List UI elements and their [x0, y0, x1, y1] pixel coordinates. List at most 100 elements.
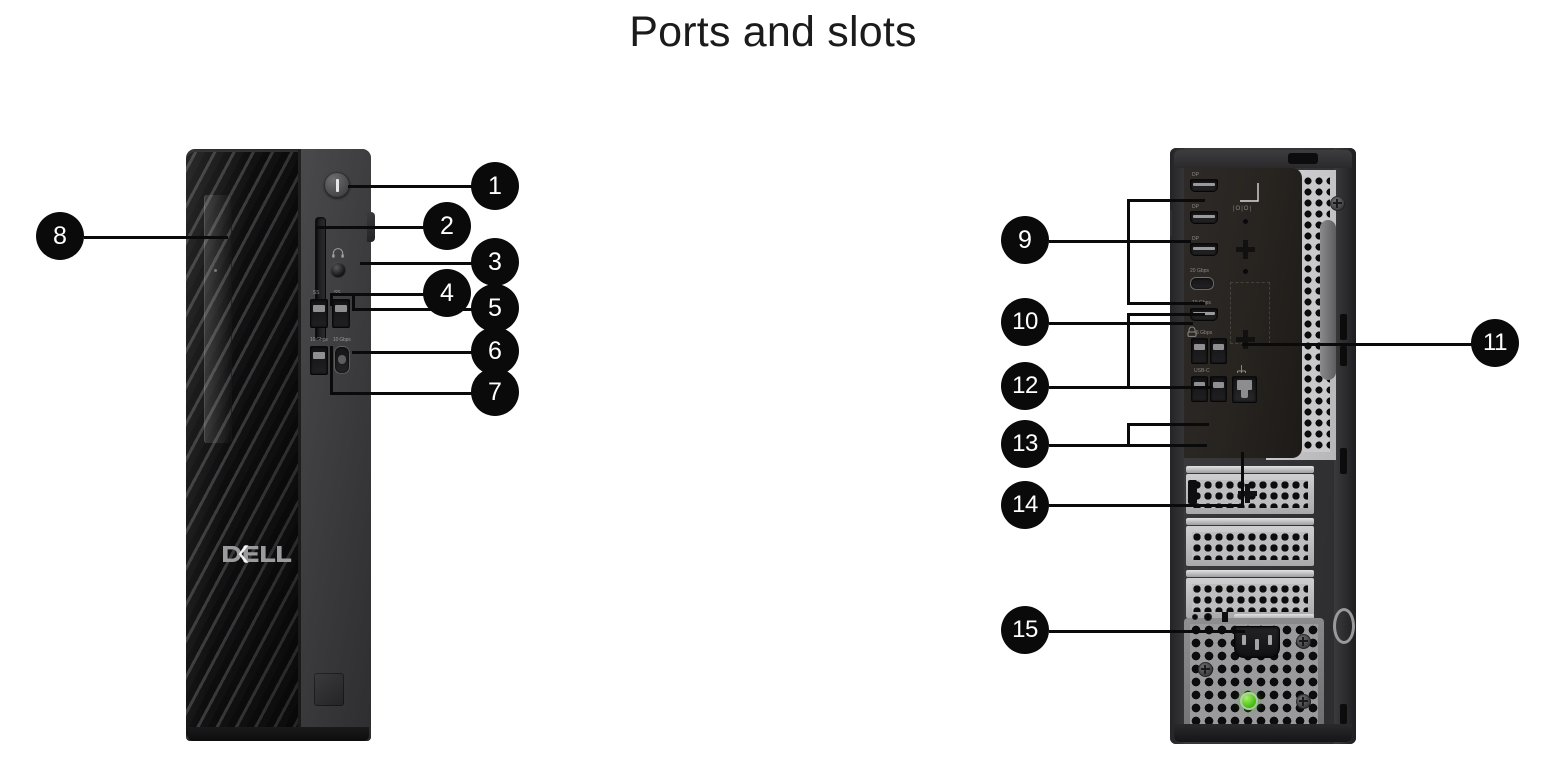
pcie-slot-cover-1[interactable]: [1186, 474, 1314, 514]
displayport-3[interactable]: [1190, 243, 1218, 256]
leader-line-4-v: [330, 296, 333, 306]
psu-thumbscrew-right-bottom[interactable]: [1296, 694, 1311, 709]
power-button[interactable]: [324, 172, 350, 198]
leader-line-5-v: [352, 296, 355, 310]
page-title: Ports and slots: [629, 8, 917, 56]
callout-badge-15[interactable]: 15: [1001, 606, 1049, 654]
usb-label-3: 10 Gbps: [310, 337, 328, 343]
leader-line-12-top: [1127, 313, 1205, 316]
psu-thumbscrew-left[interactable]: [1198, 662, 1213, 677]
kensington-lock-slot-1: [1340, 314, 1347, 340]
side-panel-cross-mark: [1236, 330, 1255, 349]
rear-thumbscrew-top[interactable]: [1330, 196, 1345, 211]
pcie-vent-1: [1192, 480, 1308, 508]
usb-label-1: SS: [313, 290, 320, 296]
leader-line-12-bracket: [1127, 313, 1130, 386]
leader-line-7-v: [330, 346, 333, 394]
pcie-vent-3: [1192, 584, 1308, 612]
dp-label-1: DP: [1192, 172, 1199, 178]
leader-line-13: [1049, 444, 1207, 447]
leader-line-5: [352, 308, 472, 311]
rear-handle-slot: [1288, 153, 1318, 164]
usb-a-port-rear-4[interactable]: [1210, 376, 1227, 402]
dp-label-3: DP: [1192, 236, 1199, 242]
callout-badge-4[interactable]: 4: [423, 269, 471, 317]
power-diagnostic-led: [1240, 692, 1258, 710]
dp-label-2: DP: [1192, 204, 1199, 210]
pcie-slot-cover-2[interactable]: [1186, 526, 1314, 566]
rear-lower-rail: [1234, 614, 1314, 620]
usb-a-port-rear-2[interactable]: [1210, 338, 1227, 364]
serial-screw-hole-1: [1242, 218, 1249, 225]
displayport-2[interactable]: [1190, 211, 1218, 224]
usb-a-port-rear-1[interactable]: [1191, 338, 1208, 364]
pcie-tab-1: [1188, 480, 1197, 504]
dell-logo: [220, 541, 294, 567]
leader-line-10: [1049, 322, 1193, 325]
usb-label-4: 10 Gbps: [333, 337, 351, 343]
headset-jack[interactable]: [330, 262, 346, 278]
callout-badge-3[interactable]: 3: [471, 238, 519, 286]
leader-line-3: [360, 262, 472, 265]
leader-line-11: [1242, 343, 1472, 346]
serial-screw-hole-2: [1242, 268, 1249, 275]
callout-badge-9[interactable]: 9: [1001, 216, 1049, 264]
kensington-lock-slot-3: [1340, 448, 1347, 474]
leader-line-8: [84, 236, 228, 239]
callout-badge-7[interactable]: 7: [471, 368, 519, 416]
front-chassis-foot: [188, 727, 369, 741]
serial-label: |O|O|: [1233, 206, 1253, 212]
leader-line-9-bracket: [1127, 199, 1130, 305]
serial-cross-mark: [1236, 240, 1255, 259]
kensington-lock-slot-4: [1340, 704, 1347, 724]
rear-bottom-lip: [1174, 724, 1352, 742]
power-supply-unit: [1184, 618, 1324, 730]
sd-card-slot[interactable]: [315, 217, 326, 341]
callout-badge-12[interactable]: 12: [1001, 362, 1049, 410]
front-vent-panel: [186, 152, 298, 737]
usb-a-port-top-left[interactable]: [310, 299, 328, 328]
rear-marker-hole-1: [1192, 614, 1198, 620]
rear-right-edge: [1334, 148, 1356, 744]
callout-badge-11[interactable]: 11: [1471, 319, 1519, 367]
side-panel-release-handle[interactable]: [1320, 220, 1336, 380]
leader-line-9-top: [1127, 199, 1205, 202]
usb-c-displayport-alt[interactable]: [1190, 277, 1214, 290]
callout-badge-8[interactable]: 8: [36, 212, 84, 260]
leader-line-12: [1049, 386, 1213, 389]
callout-badge-2[interactable]: 2: [423, 202, 471, 250]
leader-line-4: [330, 293, 424, 296]
callout-badge-10[interactable]: 10: [1001, 298, 1049, 346]
usb-label-5: 5 Gbps: [1196, 330, 1213, 336]
pcie-rail-2: [1186, 518, 1314, 525]
pcie-rail-1: [1186, 466, 1314, 473]
front-vent-dot: [214, 269, 217, 272]
usb-a-port-bottom[interactable]: [310, 346, 328, 375]
kensington-lock-slot-2: [1340, 346, 1347, 366]
leader-line-2: [316, 226, 424, 229]
callout-badge-13[interactable]: 13: [1001, 420, 1049, 468]
usbc-label: 20 Gbps: [1190, 268, 1209, 274]
leader-line-15: [1049, 630, 1245, 633]
serial-knockout-bracket: [1240, 183, 1259, 202]
usb-a-port-rear-3[interactable]: [1191, 376, 1208, 402]
rear-top-lip: [1174, 150, 1352, 168]
callout-badge-6[interactable]: 6: [471, 327, 519, 375]
leader-line-6: [352, 351, 472, 354]
psu-thumbscrew-right-top[interactable]: [1296, 634, 1311, 649]
callout-badge-1[interactable]: 1: [471, 162, 519, 210]
usb-c-port[interactable]: [334, 346, 350, 374]
front-io-column: [298, 149, 371, 741]
front-vent-trough: [204, 195, 232, 443]
leader-line-13-bracket: [1127, 423, 1130, 445]
callout-badge-5[interactable]: 5: [471, 284, 519, 332]
displayport-1[interactable]: [1190, 179, 1218, 192]
usb-label-6: USB-C: [1194, 368, 1210, 374]
leader-line-13-top: [1127, 423, 1209, 426]
rear-marker-hole-2: [1204, 613, 1212, 621]
leader-line-14: [1049, 504, 1244, 507]
callout-badge-14[interactable]: 14: [1001, 481, 1049, 529]
pcie-slot-cover-3[interactable]: [1186, 578, 1314, 618]
rj45-network-port[interactable]: [1232, 376, 1257, 403]
usb-a-port-top-right[interactable]: [332, 299, 350, 328]
